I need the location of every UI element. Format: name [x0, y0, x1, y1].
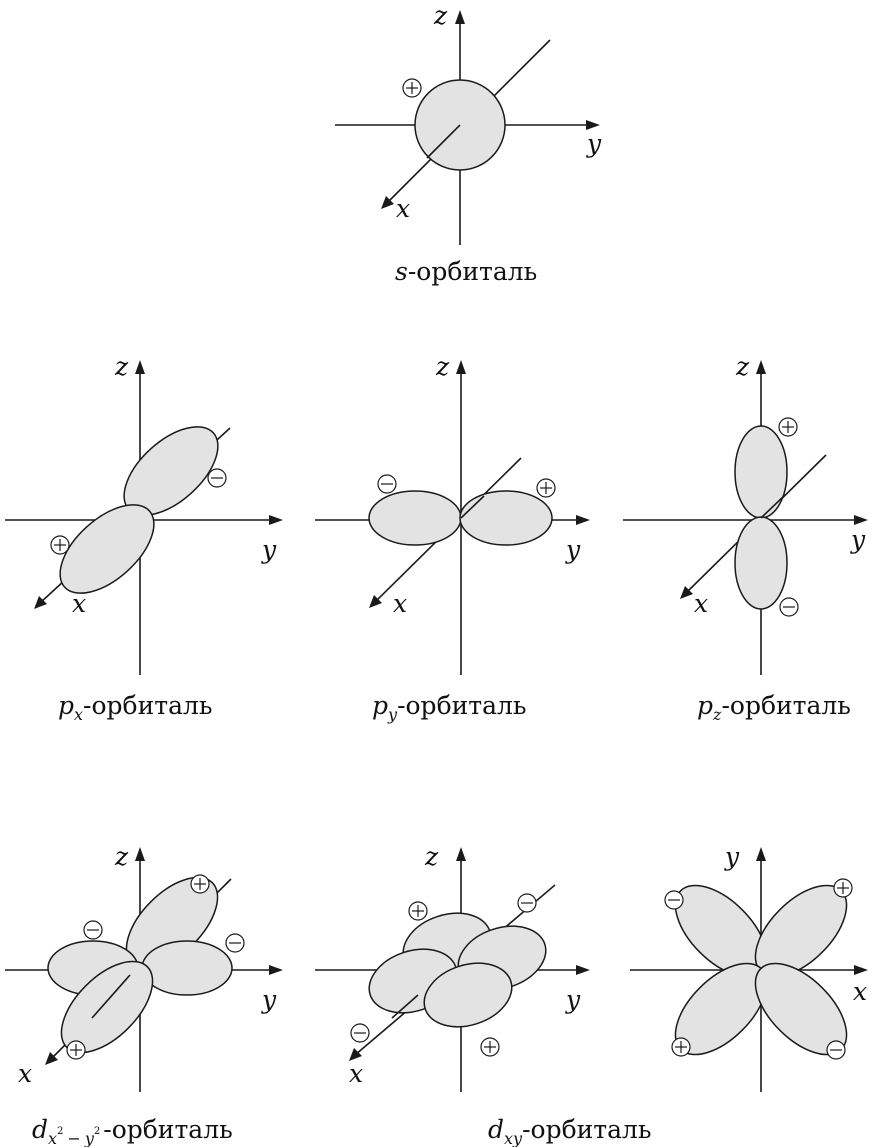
- lobe-left: [368, 490, 462, 546]
- dx2y2-orbital-caption: dx2−y2-орбиталь: [32, 1115, 233, 1147]
- x-axis-arrowhead: [34, 596, 47, 609]
- z-axis-arrowhead: [135, 847, 145, 861]
- minus-sign-icon: [225, 933, 245, 953]
- x-axis-label: x: [853, 977, 867, 1006]
- y-axis-label: y: [261, 535, 277, 564]
- minus-sign-icon: [207, 468, 227, 488]
- x-axis-label: x: [72, 589, 86, 618]
- minus-sign-icon: [517, 893, 537, 913]
- y-axis-label: y: [261, 985, 277, 1014]
- y-axis-label: y: [724, 842, 740, 871]
- lobe-bottom: [734, 516, 788, 610]
- dxy-orbital-3d-panel: z y x: [315, 842, 590, 1092]
- y-axis-arrowhead: [586, 120, 600, 130]
- y-axis-arrowhead: [854, 515, 868, 525]
- pz-orbital-panel: z y x pz-орбиталь: [623, 352, 868, 724]
- y-axis-label: y: [565, 535, 581, 564]
- plus-sign-icon: [833, 878, 853, 898]
- z-axis-arrowhead: [456, 360, 466, 374]
- x-axis-arrowhead: [680, 586, 693, 599]
- lobe-right: [141, 940, 233, 996]
- z-axis-label: z: [114, 842, 129, 871]
- plus-sign-icon: [480, 1037, 500, 1057]
- z-axis-label: z: [424, 842, 439, 871]
- x-axis-label: x: [393, 589, 407, 618]
- px-orbital-caption: px-орбиталь: [58, 691, 213, 724]
- y-axis-arrowhead: [269, 515, 283, 525]
- z-axis-arrowhead: [135, 360, 145, 374]
- lobe-front: [59, 504, 155, 594]
- minus-sign-icon: [664, 890, 684, 910]
- z-axis-arrowhead: [455, 10, 465, 24]
- plus-sign-icon: [408, 901, 428, 921]
- x-axis-inner-segment: [91, 974, 131, 1019]
- y-axis-arrowhead: [576, 965, 590, 975]
- pz-orbital-caption: pz-орбиталь: [697, 691, 851, 724]
- y-axis-arrowhead: [576, 515, 590, 525]
- z-axis-arrowhead: [456, 847, 466, 861]
- y-axis-arrowhead: [269, 965, 283, 975]
- dxy-orbital-caption: dxy-орбиталь: [488, 1115, 652, 1147]
- plus-sign-icon: [536, 478, 556, 498]
- py-orbital-caption: py-орбиталь: [372, 691, 527, 724]
- minus-sign-icon: [826, 1040, 846, 1060]
- z-axis-label: z: [114, 352, 129, 381]
- x-axis-label: x: [396, 194, 410, 223]
- minus-sign-icon: [377, 474, 397, 494]
- dxy-orbital-plane-panel: y x: [630, 842, 868, 1092]
- z-axis-label: z: [435, 352, 450, 381]
- x-axis-label: x: [349, 1059, 363, 1088]
- minus-sign-icon: [779, 597, 799, 617]
- lobe-top: [734, 425, 788, 519]
- z-axis-label: z: [433, 1, 448, 30]
- y-axis-arrowhead: [756, 847, 766, 861]
- plus-sign-icon: [190, 874, 210, 894]
- x-axis-arrowhead: [349, 1048, 362, 1061]
- x-axis-label: x: [694, 589, 708, 618]
- plus-sign-icon: [66, 1040, 86, 1060]
- y-axis-label: y: [586, 129, 602, 158]
- px-orbital-panel: z y x px-орбиталь: [5, 352, 283, 724]
- y-axis-label: y: [565, 985, 581, 1014]
- x-axis-arrowhead: [381, 196, 394, 209]
- x-axis-arrowhead: [45, 1052, 58, 1065]
- lobe-right: [459, 490, 553, 546]
- z-axis-arrowhead: [756, 360, 766, 374]
- lobe-front: [60, 960, 154, 1054]
- s-orbital-panel: z y x s-орбиталь: [335, 1, 602, 286]
- plus-sign-icon: [50, 535, 70, 555]
- x-axis-inner-segment: [391, 994, 419, 1019]
- s-orbital-caption: s-орбиталь: [395, 257, 537, 286]
- x-axis-inner-segment: [426, 124, 461, 159]
- x-axis-arrowhead: [854, 965, 868, 975]
- y-axis-label: y: [850, 525, 866, 554]
- plus-sign-icon: [402, 78, 422, 98]
- py-orbital-panel: z y x py-орбиталь: [315, 352, 590, 724]
- plus-sign-icon: [671, 1037, 691, 1057]
- lobe-front-right: [423, 962, 513, 1028]
- x-axis-arrowhead: [369, 595, 382, 608]
- x-axis-inner-segment: [460, 495, 485, 519]
- plus-sign-icon: [778, 417, 798, 437]
- dx2y2-orbital-panel: z y x dx2−y2-орбиталь: [5, 842, 283, 1147]
- x-axis-inner-segment: [760, 494, 786, 519]
- x-axis-label: x: [18, 1059, 32, 1088]
- minus-sign-icon: [83, 920, 103, 940]
- z-axis-label: z: [735, 352, 750, 381]
- minus-sign-icon: [350, 1023, 370, 1043]
